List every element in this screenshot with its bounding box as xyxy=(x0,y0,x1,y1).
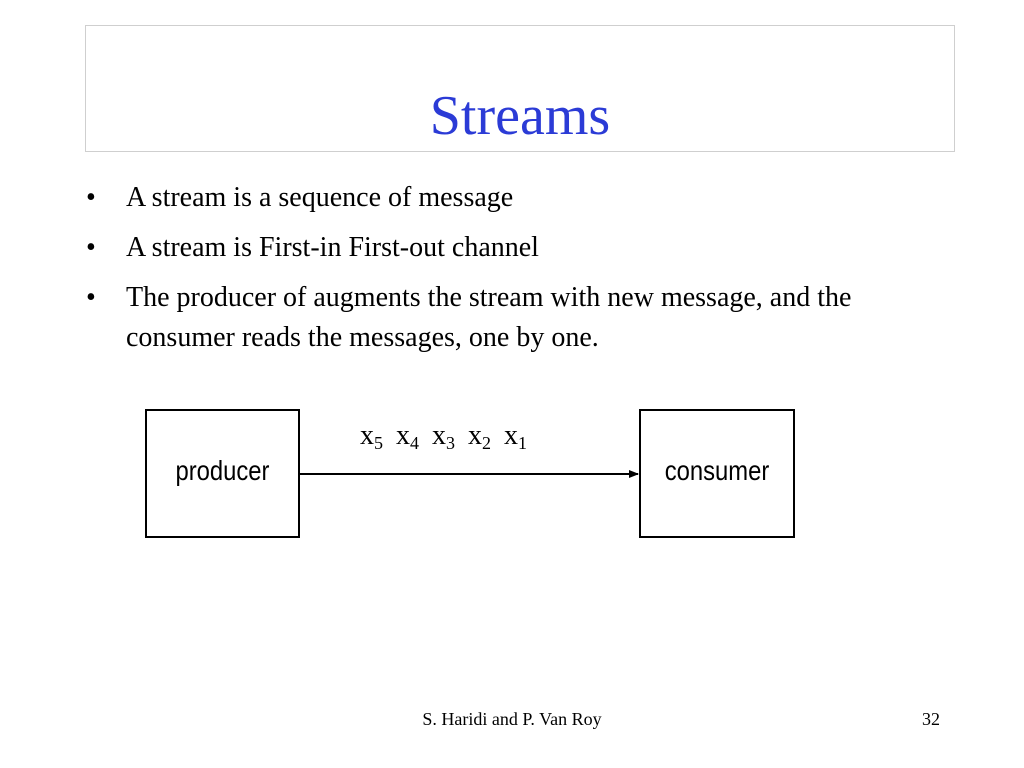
stream-item-sub: 3 xyxy=(446,433,455,453)
stream-item-var: x xyxy=(468,420,482,451)
stream-item-sub: 2 xyxy=(482,433,491,453)
bullet-item: • A stream is First-in First-out channel xyxy=(86,228,946,268)
page-number: 32 xyxy=(922,709,940,729)
bullet-item: • The producer of augments the stream wi… xyxy=(86,278,946,358)
stream-item-var: x xyxy=(432,420,446,451)
slide-title: Streams xyxy=(429,85,611,147)
stream-item-sub: 1 xyxy=(518,433,527,453)
consumer-box: consumer xyxy=(639,409,795,538)
stream-sequence: x5 x4 x3 x2 x1 xyxy=(360,418,533,454)
stream-item-sub: 4 xyxy=(410,433,419,453)
stream-item: x3 xyxy=(432,420,455,453)
bullet-marker: • xyxy=(86,282,96,313)
producer-label: producer xyxy=(175,455,270,486)
bullet-item: • A stream is a sequence of message xyxy=(86,178,946,218)
bullet-list: • A stream is a sequence of message • A … xyxy=(86,178,946,368)
bullet-text: The producer of augments the stream with… xyxy=(126,282,852,353)
stream-item: x5 xyxy=(360,420,383,453)
stream-item-var: x xyxy=(504,420,518,451)
stream-item: x2 xyxy=(468,420,491,453)
footer-authors: S. Haridi and P. Van Roy xyxy=(422,709,602,729)
stream-item-sub: 5 xyxy=(374,433,383,453)
bullet-marker: • xyxy=(86,182,96,213)
producer-box: producer xyxy=(145,409,300,538)
stream-item-var: x xyxy=(396,420,410,451)
stream-item-var: x xyxy=(360,420,374,451)
consumer-label: consumer xyxy=(664,455,770,486)
bullet-text: A stream is a sequence of message xyxy=(126,182,514,213)
bullet-text: A stream is First-in First-out channel xyxy=(126,232,539,263)
title-box: Streams xyxy=(85,25,955,152)
stream-item: x4 xyxy=(396,420,419,453)
bullet-marker: • xyxy=(86,232,96,263)
stream-item: x1 xyxy=(504,420,527,453)
